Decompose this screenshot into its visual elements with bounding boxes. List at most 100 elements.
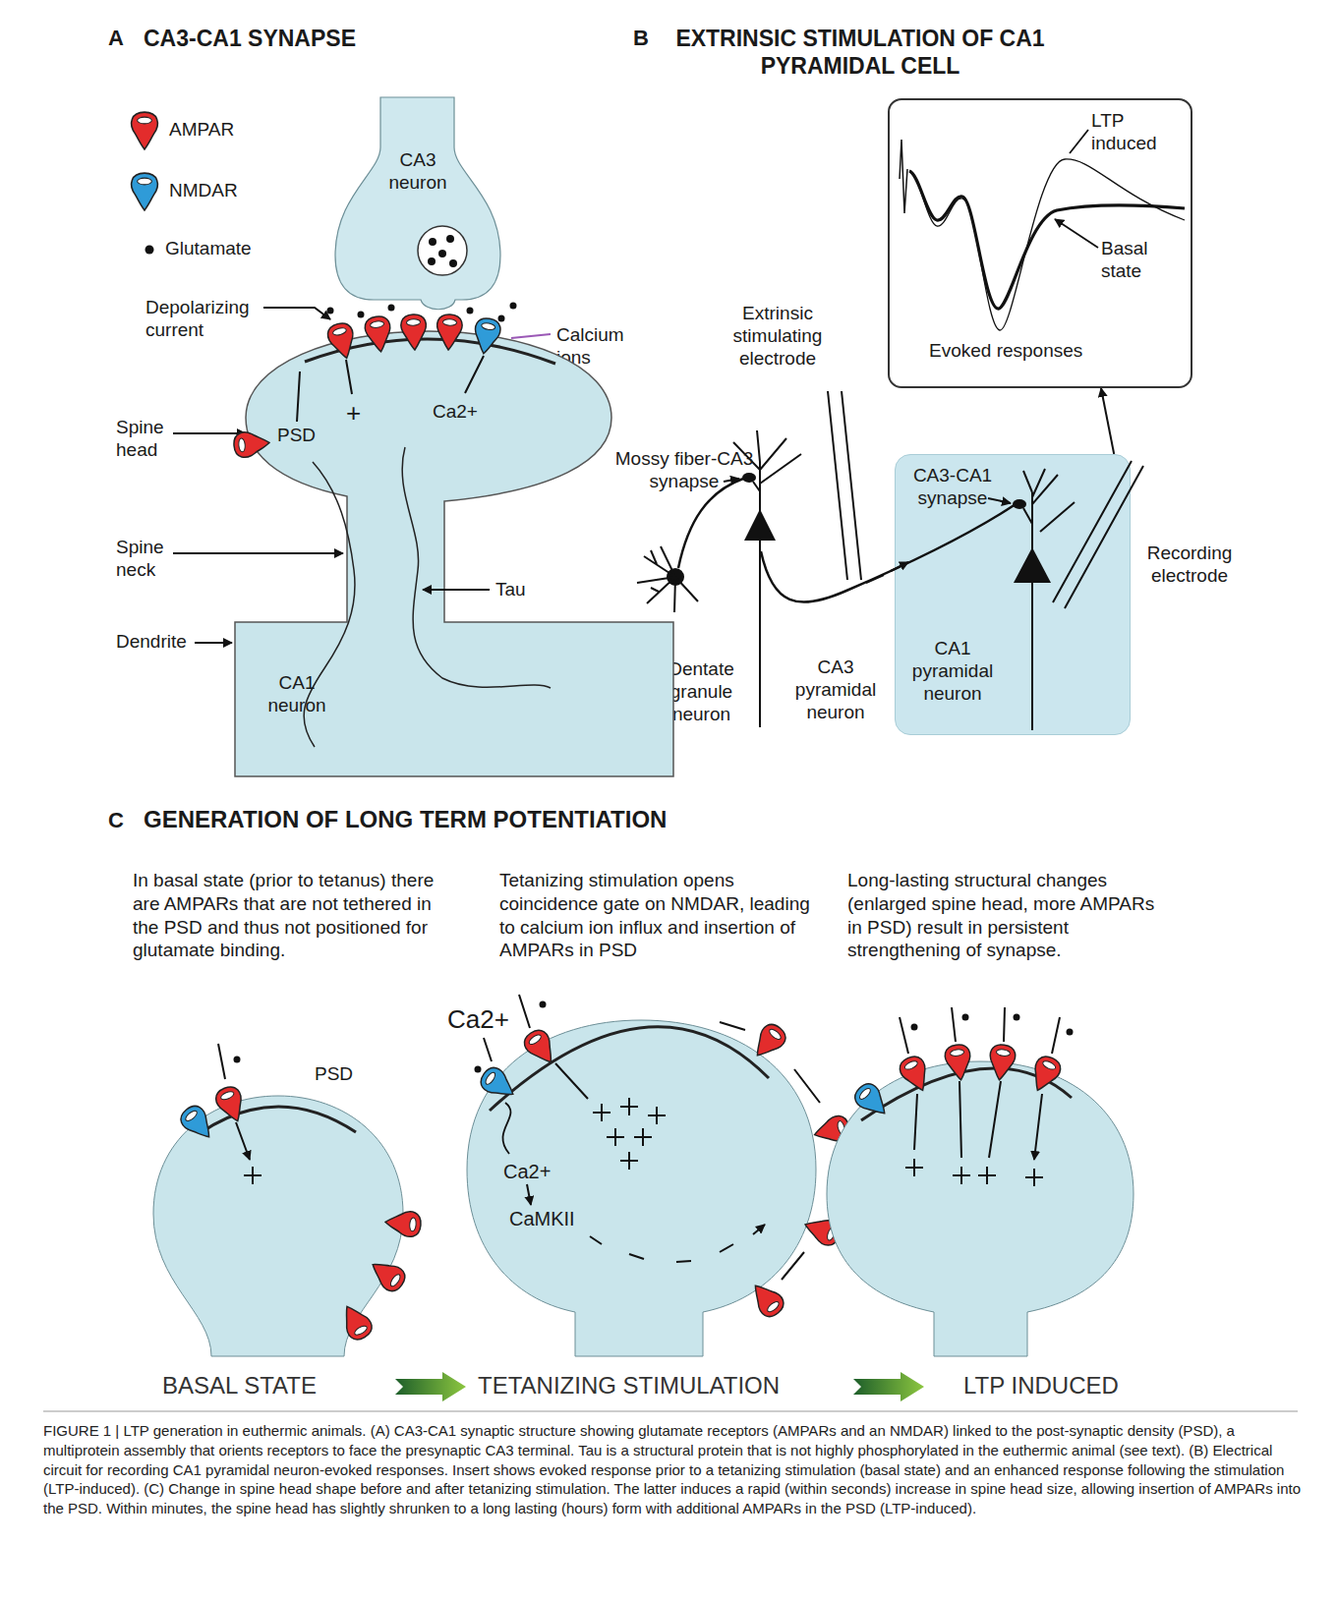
leader-arrow (194, 641, 233, 644)
evoked-response-inset: LTP inducedBasal stateEvoked responses (887, 98, 1193, 389)
nmdar-receptor (470, 316, 502, 356)
spine-basal (153, 1096, 404, 1357)
leader-arrow (173, 432, 246, 435)
legend-text: Glutamate (165, 237, 303, 261)
panel-title: CA3-CA1 SYNAPSE (143, 25, 459, 54)
plus-charges (592, 1098, 666, 1170)
glutamate-dot (911, 1024, 919, 1032)
node-text: CA3 neuron (368, 149, 467, 195)
nmdar-icon (131, 173, 159, 211)
ltp-trace (909, 159, 1185, 331)
glutamate-dot (1013, 1014, 1021, 1022)
ca1-soma (1013, 547, 1051, 583)
part-label: Spine head (116, 416, 185, 463)
glutamate-dot (1066, 1029, 1074, 1037)
recording-electrode (1052, 461, 1144, 609)
leader-arrow (723, 478, 740, 482)
schaffer-collateral (760, 504, 1016, 603)
panel-letter: C (108, 808, 138, 834)
ampar-receptor (365, 1254, 409, 1295)
node-text: CA1 pyramidal neuron (901, 638, 1004, 705)
presynaptic-neuron: CA3 neuron (335, 97, 501, 315)
ca3-dendrites (733, 430, 802, 728)
ampar-receptor (943, 1043, 974, 1082)
arrow (899, 1007, 1060, 1161)
part-label: Depolarizing current (145, 296, 272, 343)
ampar-receptor (384, 1210, 422, 1238)
leader-arrow (263, 307, 331, 320)
spine-outline (234, 331, 674, 777)
basal-trace (909, 171, 1185, 309)
mossy-bouton (742, 472, 756, 483)
figure-caption: FIGURE 1 | LTP generation in euthermic a… (43, 1421, 1304, 1519)
ampar-icon (131, 112, 159, 150)
ampar-receptor (896, 1052, 934, 1096)
part-label: Dendrite (116, 631, 205, 654)
postsynaptic-spine: PSD+Ca2+CA1 neuron (234, 312, 674, 779)
ampar-receptor (363, 314, 394, 353)
ampar-receptor (435, 313, 463, 350)
part-label: Tau (495, 579, 545, 602)
ampar-receptor (232, 430, 271, 459)
mossy-fiber (678, 478, 744, 569)
stimulus-artifact (899, 139, 908, 214)
ampar-receptor (746, 1278, 789, 1322)
arrow (988, 498, 1033, 717)
nmdar-receptor (176, 1102, 220, 1146)
glutamate-dot (438, 249, 447, 258)
description-text: Tetanizing stimulation opens coincidence… (499, 869, 819, 963)
panel-title: GENERATION OF LONG TERM POTENTIATION (143, 806, 832, 835)
node-text: CA1 neuron (252, 672, 342, 718)
leader-arrow (173, 552, 344, 555)
camkii-chain (589, 1224, 765, 1263)
ca3-terminal-shape (335, 97, 501, 315)
ampar-receptor (336, 1300, 376, 1344)
description-text: Long-lasting structural changes (enlarge… (847, 869, 1158, 963)
calcium-path (502, 1103, 511, 1155)
stage-label: TETANIZING STIMULATION (477, 1372, 842, 1401)
part-label: Extrinsic stimulating electrode (722, 302, 833, 370)
glutamate-dot (539, 1001, 547, 1009)
arrow (218, 1044, 250, 1161)
node-text: CA3-CA1 synapse (903, 465, 1002, 511)
nmdar-receptor (850, 1079, 893, 1122)
glutamate-dot (145, 245, 155, 255)
glutamate-dot (498, 315, 506, 323)
plus-charges (905, 1159, 1044, 1187)
nmdar-receptor (476, 1063, 521, 1105)
glutamate-dot (327, 307, 335, 315)
panel-letter: B (633, 25, 663, 52)
part-label: PSD (314, 1063, 364, 1087)
part-label: Recording electrode (1140, 542, 1239, 588)
legend-text: AMPAR (169, 118, 288, 142)
node-text: Evoked responses (929, 340, 1165, 363)
legend-text: NMDAR (169, 179, 288, 203)
ampar-receptor (987, 1043, 1017, 1082)
node-text: Basal state (1101, 237, 1180, 284)
node-text: LTP induced (1091, 110, 1175, 156)
spine-tetanized (466, 1020, 816, 1357)
ion-label: Ca2+ (503, 1160, 563, 1184)
glutamate-dot (233, 1056, 241, 1064)
enzyme-label: CaMKII (509, 1207, 598, 1231)
synapse-bouton (1012, 499, 1027, 510)
ca3-soma (744, 509, 776, 541)
glutamate-dot (474, 1066, 482, 1074)
plus-charge (243, 1166, 262, 1185)
ampar-receptor (748, 1020, 791, 1064)
glutamate-dot (446, 234, 455, 243)
direction-arrow (866, 562, 909, 583)
part-label: CA3 pyramidal neuron (786, 656, 885, 724)
ca1-dendrites (1023, 468, 1075, 731)
node-text: + (346, 398, 370, 429)
presynaptic-terminal (335, 97, 501, 310)
step-arrow (395, 1372, 466, 1402)
caption-rule (43, 1411, 1298, 1413)
glutamate-dot (449, 259, 458, 268)
glutamate-dot (962, 1014, 970, 1022)
part-label: Spine neck (116, 536, 185, 582)
glutamate-dot (428, 237, 437, 246)
ampar-receptor (213, 1084, 250, 1127)
tau-filament (303, 447, 551, 748)
